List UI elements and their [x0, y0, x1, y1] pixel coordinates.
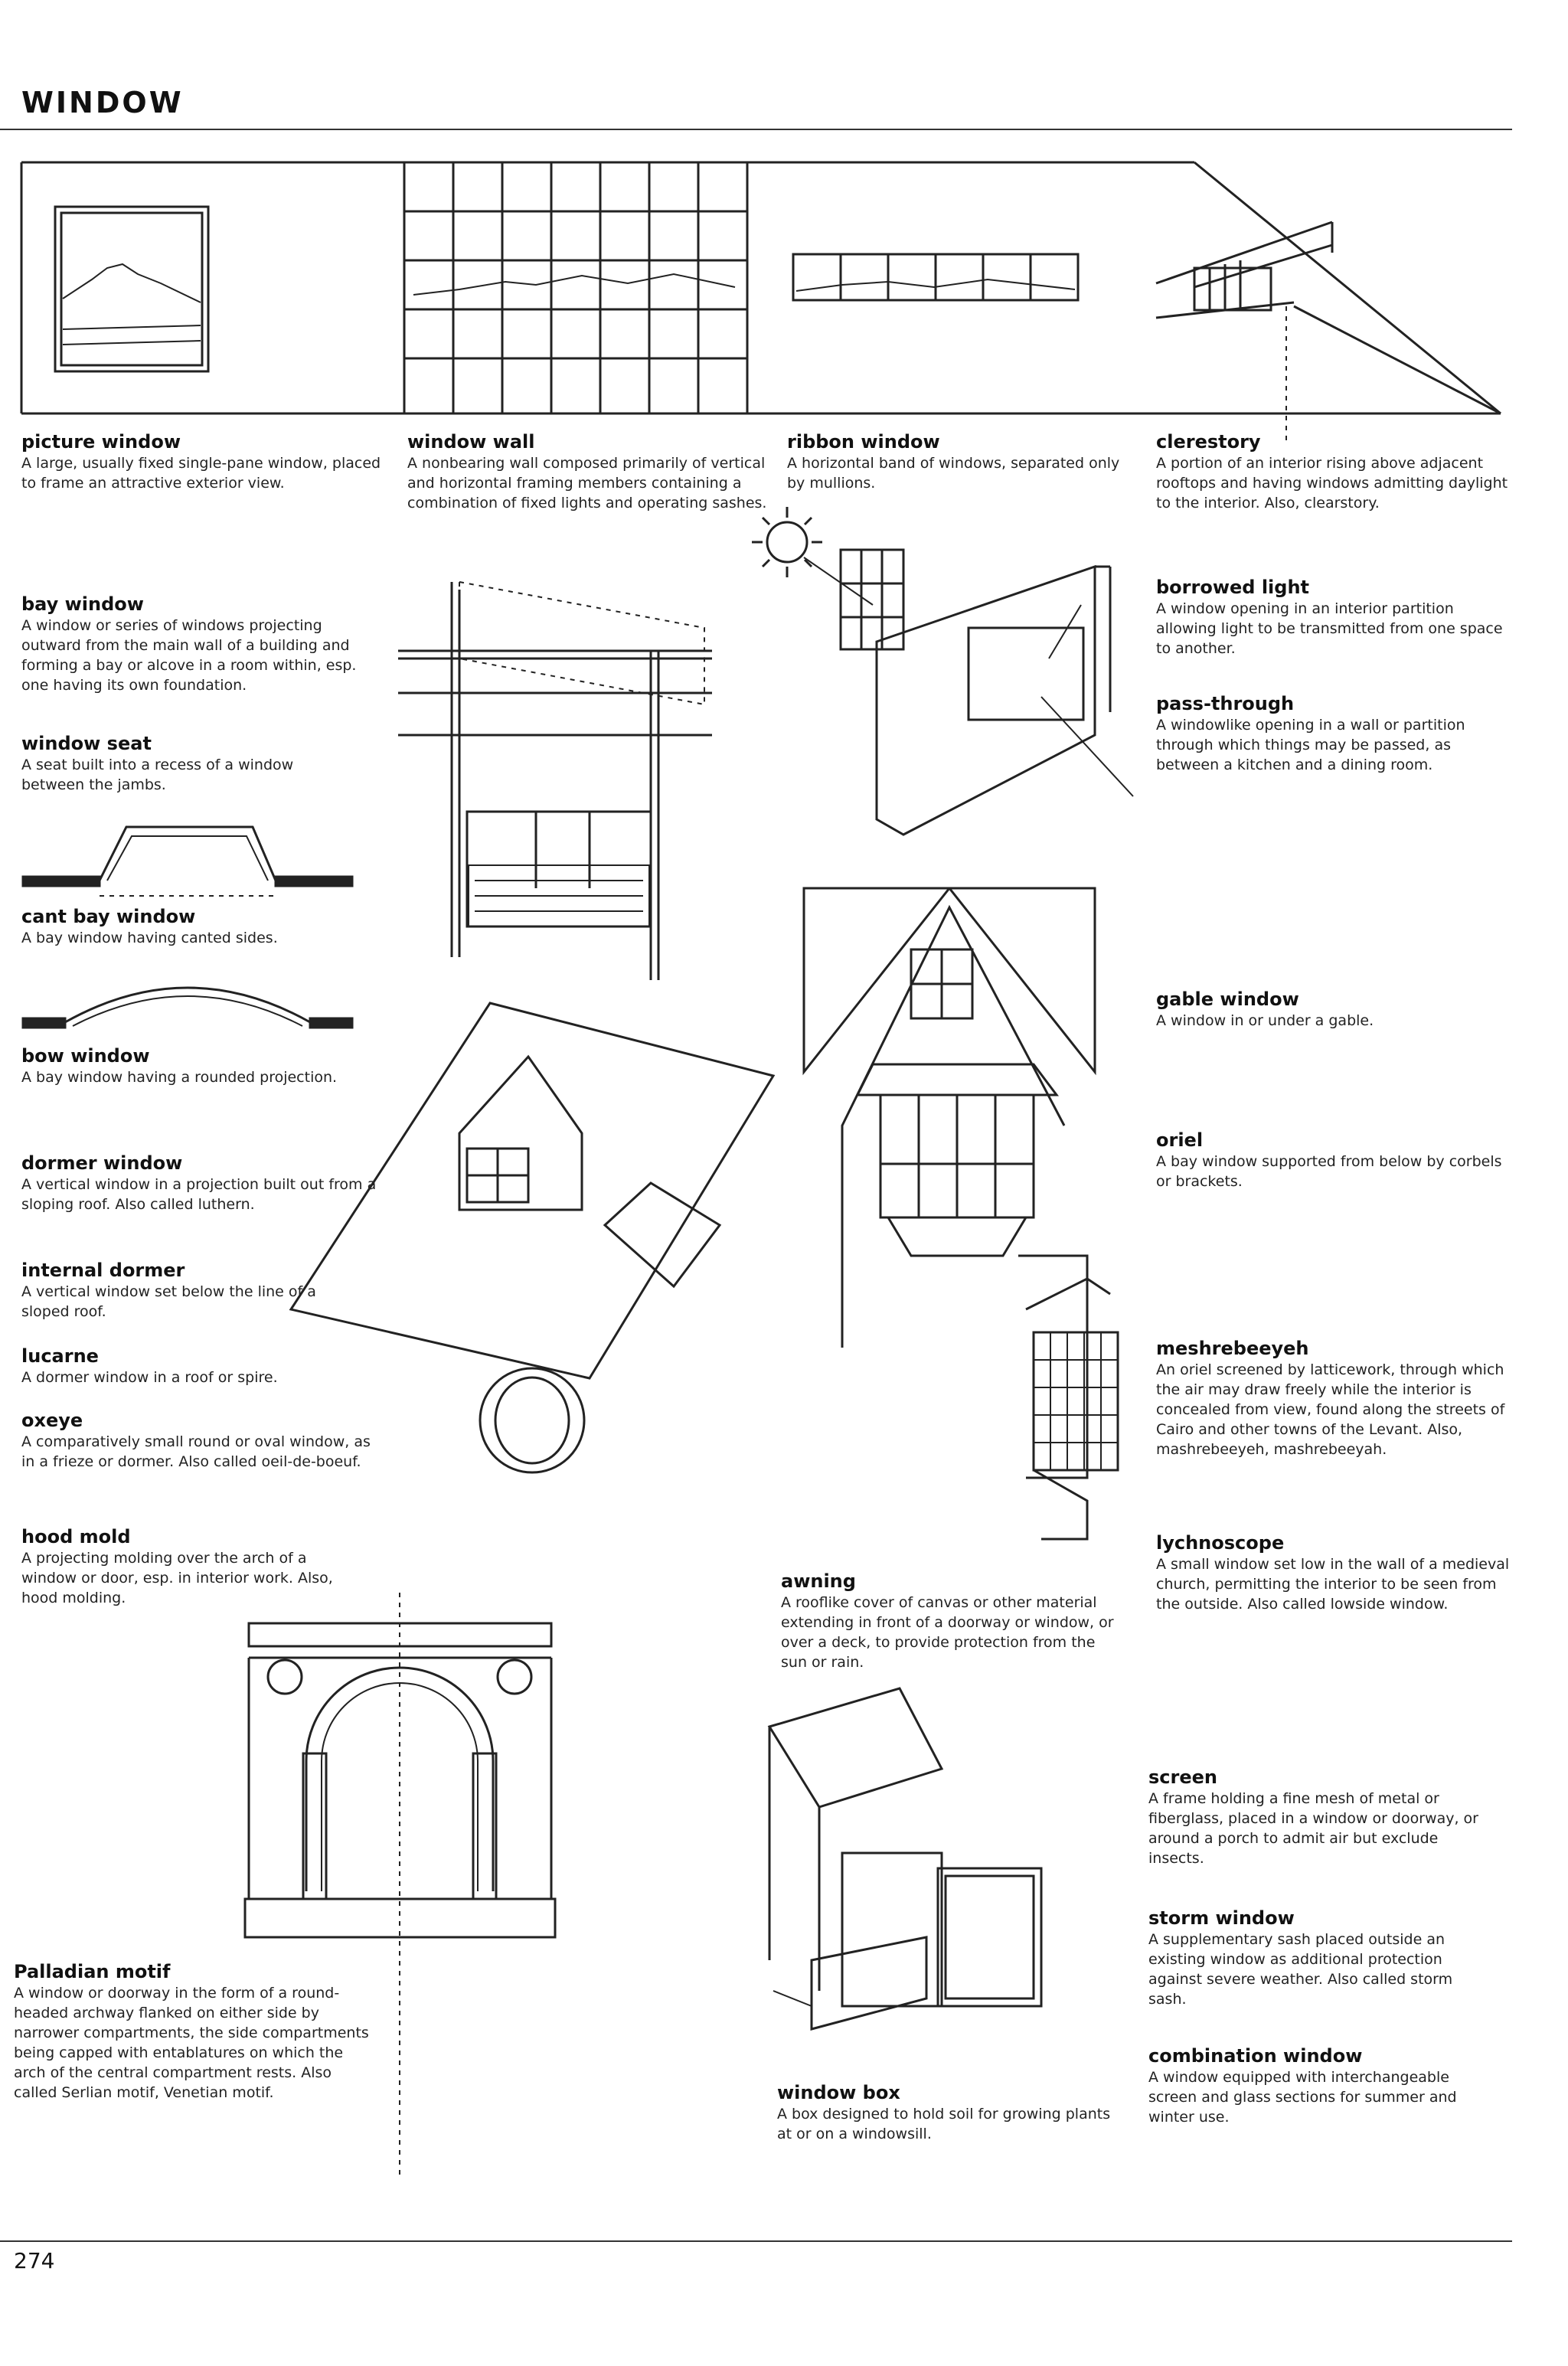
bow-window-plan-illustration	[21, 986, 354, 1029]
entry-window-seat: window seat A seat built into a recess o…	[21, 732, 358, 795]
entry-storm-window: storm window A supplementary sash placed…	[1148, 1907, 1485, 2009]
definition: A window or series of windows projecting…	[21, 617, 357, 694]
entry-meshrebeeyeh: meshrebeeyeh An oriel screened by lattic…	[1156, 1337, 1524, 1459]
definition: A bay window having a rounded projection…	[21, 1069, 338, 1086]
entry-clerestory: clerestory A portion of an interior risi…	[1156, 430, 1516, 513]
entry-internal-dormer: internal dormer A vertical window set be…	[21, 1259, 358, 1322]
definition: A comparatively small round or oval wind…	[21, 1433, 371, 1470]
term: lucarne	[21, 1345, 99, 1367]
term: storm window	[1148, 1907, 1295, 1929]
picture-window-illustration	[54, 205, 210, 373]
definition: A projecting molding over the arch of a …	[21, 1550, 333, 1606]
entry-palladian-motif: Palladian motif A window or doorway in t…	[14, 1960, 374, 2103]
definition: A vertical window set below the line of …	[21, 1283, 316, 1320]
ribbon-window-illustration	[792, 253, 1080, 302]
definition: A box designed to hold soil for growing …	[777, 2106, 1111, 2142]
term: awning	[781, 1570, 856, 1592]
term: window wall	[407, 431, 535, 453]
definition: A frame holding a fine mesh of metal or …	[1148, 1790, 1478, 1867]
definition: A supplementary sash placed outside an e…	[1148, 1931, 1453, 2008]
term: screen	[1148, 1766, 1217, 1788]
entry-lychnoscope: lychnoscope A small window set low in th…	[1156, 1531, 1524, 1614]
term: lychnoscope	[1156, 1532, 1285, 1554]
bay-window-illustration	[398, 580, 712, 980]
term: window seat	[21, 733, 152, 754]
sun-illustration	[752, 507, 874, 606]
definition: A horizontal band of windows, separated …	[787, 455, 1120, 492]
definition: A large, usually fixed single-pane windo…	[21, 455, 381, 492]
gable-oriel-illustration	[802, 887, 1096, 1348]
term: window box	[777, 2082, 900, 2103]
page-number: 274	[14, 2248, 55, 2273]
definition: A window or doorway in the form of a rou…	[14, 1985, 369, 2101]
entry-bow-window: bow window A bay window having a rounded…	[21, 1044, 381, 1087]
entry-oriel: oriel A bay window supported from below …	[1156, 1129, 1516, 1191]
term: Palladian motif	[14, 1961, 171, 1982]
entry-oxeye: oxeye A comparatively small round or ova…	[21, 1409, 381, 1472]
definition: A vertical window in a projection built …	[21, 1176, 377, 1213]
term: bay window	[21, 593, 144, 615]
term: oxeye	[21, 1410, 83, 1431]
window-box-illustration	[767, 1687, 1043, 2031]
entry-pass-through: pass-through A windowlike opening in a w…	[1156, 692, 1516, 775]
term: dormer window	[21, 1152, 183, 1174]
entry-dormer-window: dormer window A vertical window in a pro…	[21, 1152, 389, 1214]
entry-ribbon-window: ribbon window A horizontal band of windo…	[787, 430, 1124, 493]
entry-combination-window: combination window A window equipped wit…	[1148, 2044, 1485, 2127]
footer-rule	[0, 2240, 1512, 2242]
term: internal dormer	[21, 1260, 185, 1281]
definition: A portion of an interior rising above ad…	[1156, 455, 1508, 511]
term: gable window	[1156, 989, 1299, 1010]
term: borrowed light	[1156, 577, 1310, 598]
term: picture window	[21, 431, 181, 453]
definition: A nonbearing wall composed primarily of …	[407, 455, 767, 511]
entry-screen: screen A frame holding a fine mesh of me…	[1148, 1766, 1485, 1868]
definition: A window equipped with interchangeable s…	[1148, 2069, 1457, 2126]
window-wall-illustration	[403, 161, 749, 415]
definition: A bay window supported from below by cor…	[1156, 1153, 1502, 1190]
definition: A small window set low in the wall of a …	[1156, 1556, 1510, 1613]
entry-hood-mold: hood mold A projecting molding over the …	[21, 1525, 358, 1608]
definition: A seat built into a recess of a window b…	[21, 757, 294, 793]
clerestory-illustration	[1155, 161, 1501, 440]
header-rule	[0, 129, 1512, 130]
definition: A rooflike cover of canvas or other mate…	[781, 1594, 1114, 1671]
page-title: WINDOW	[21, 86, 184, 119]
definition: A windowlike opening in a wall or partit…	[1156, 717, 1465, 773]
entry-awning: awning A rooflike cover of canvas or oth…	[781, 1570, 1125, 1672]
entry-gable-window: gable window A window in or under a gabl…	[1156, 988, 1516, 1031]
term: pass-through	[1156, 693, 1295, 714]
entry-window-wall: window wall A nonbearing wall composed p…	[407, 430, 767, 513]
entry-picture-window: picture window A large, usually fixed si…	[21, 430, 397, 493]
definition: A dormer window in a roof or spire.	[21, 1369, 278, 1386]
top-illustration-band	[20, 161, 1501, 440]
definition: A window opening in an interior partitio…	[1156, 600, 1503, 657]
term: oriel	[1156, 1129, 1204, 1151]
term: bow window	[21, 1045, 150, 1067]
term: ribbon window	[787, 431, 940, 453]
entry-bay-window: bay window A window or series of windows…	[21, 593, 381, 695]
term: clerestory	[1156, 431, 1261, 453]
dormer-roof-illustration	[289, 1002, 776, 1474]
palladian-motif-illustration	[243, 1593, 557, 2175]
term: cant bay window	[21, 906, 196, 927]
entry-window-box: window box A box designed to hold soil f…	[777, 2081, 1114, 2144]
entry-cant-bay-window: cant bay window A bay window having cant…	[21, 905, 381, 948]
definition: A window in or under a gable.	[1156, 1012, 1374, 1029]
meshrebeeyeh-illustration	[1018, 1254, 1119, 1541]
borrowed-light-illustration	[839, 548, 1134, 836]
term: hood mold	[21, 1526, 131, 1547]
term: combination window	[1148, 2045, 1363, 2067]
term: meshrebeeyeh	[1156, 1338, 1309, 1359]
definition: An oriel screened by latticework, throug…	[1156, 1361, 1505, 1458]
entry-lucarne: lucarne A dormer window in a roof or spi…	[21, 1345, 381, 1387]
cant-bay-plan-illustration	[21, 825, 354, 897]
entry-borrowed-light: borrowed light A window opening in an in…	[1156, 576, 1516, 658]
definition: A bay window having canted sides.	[21, 930, 278, 946]
